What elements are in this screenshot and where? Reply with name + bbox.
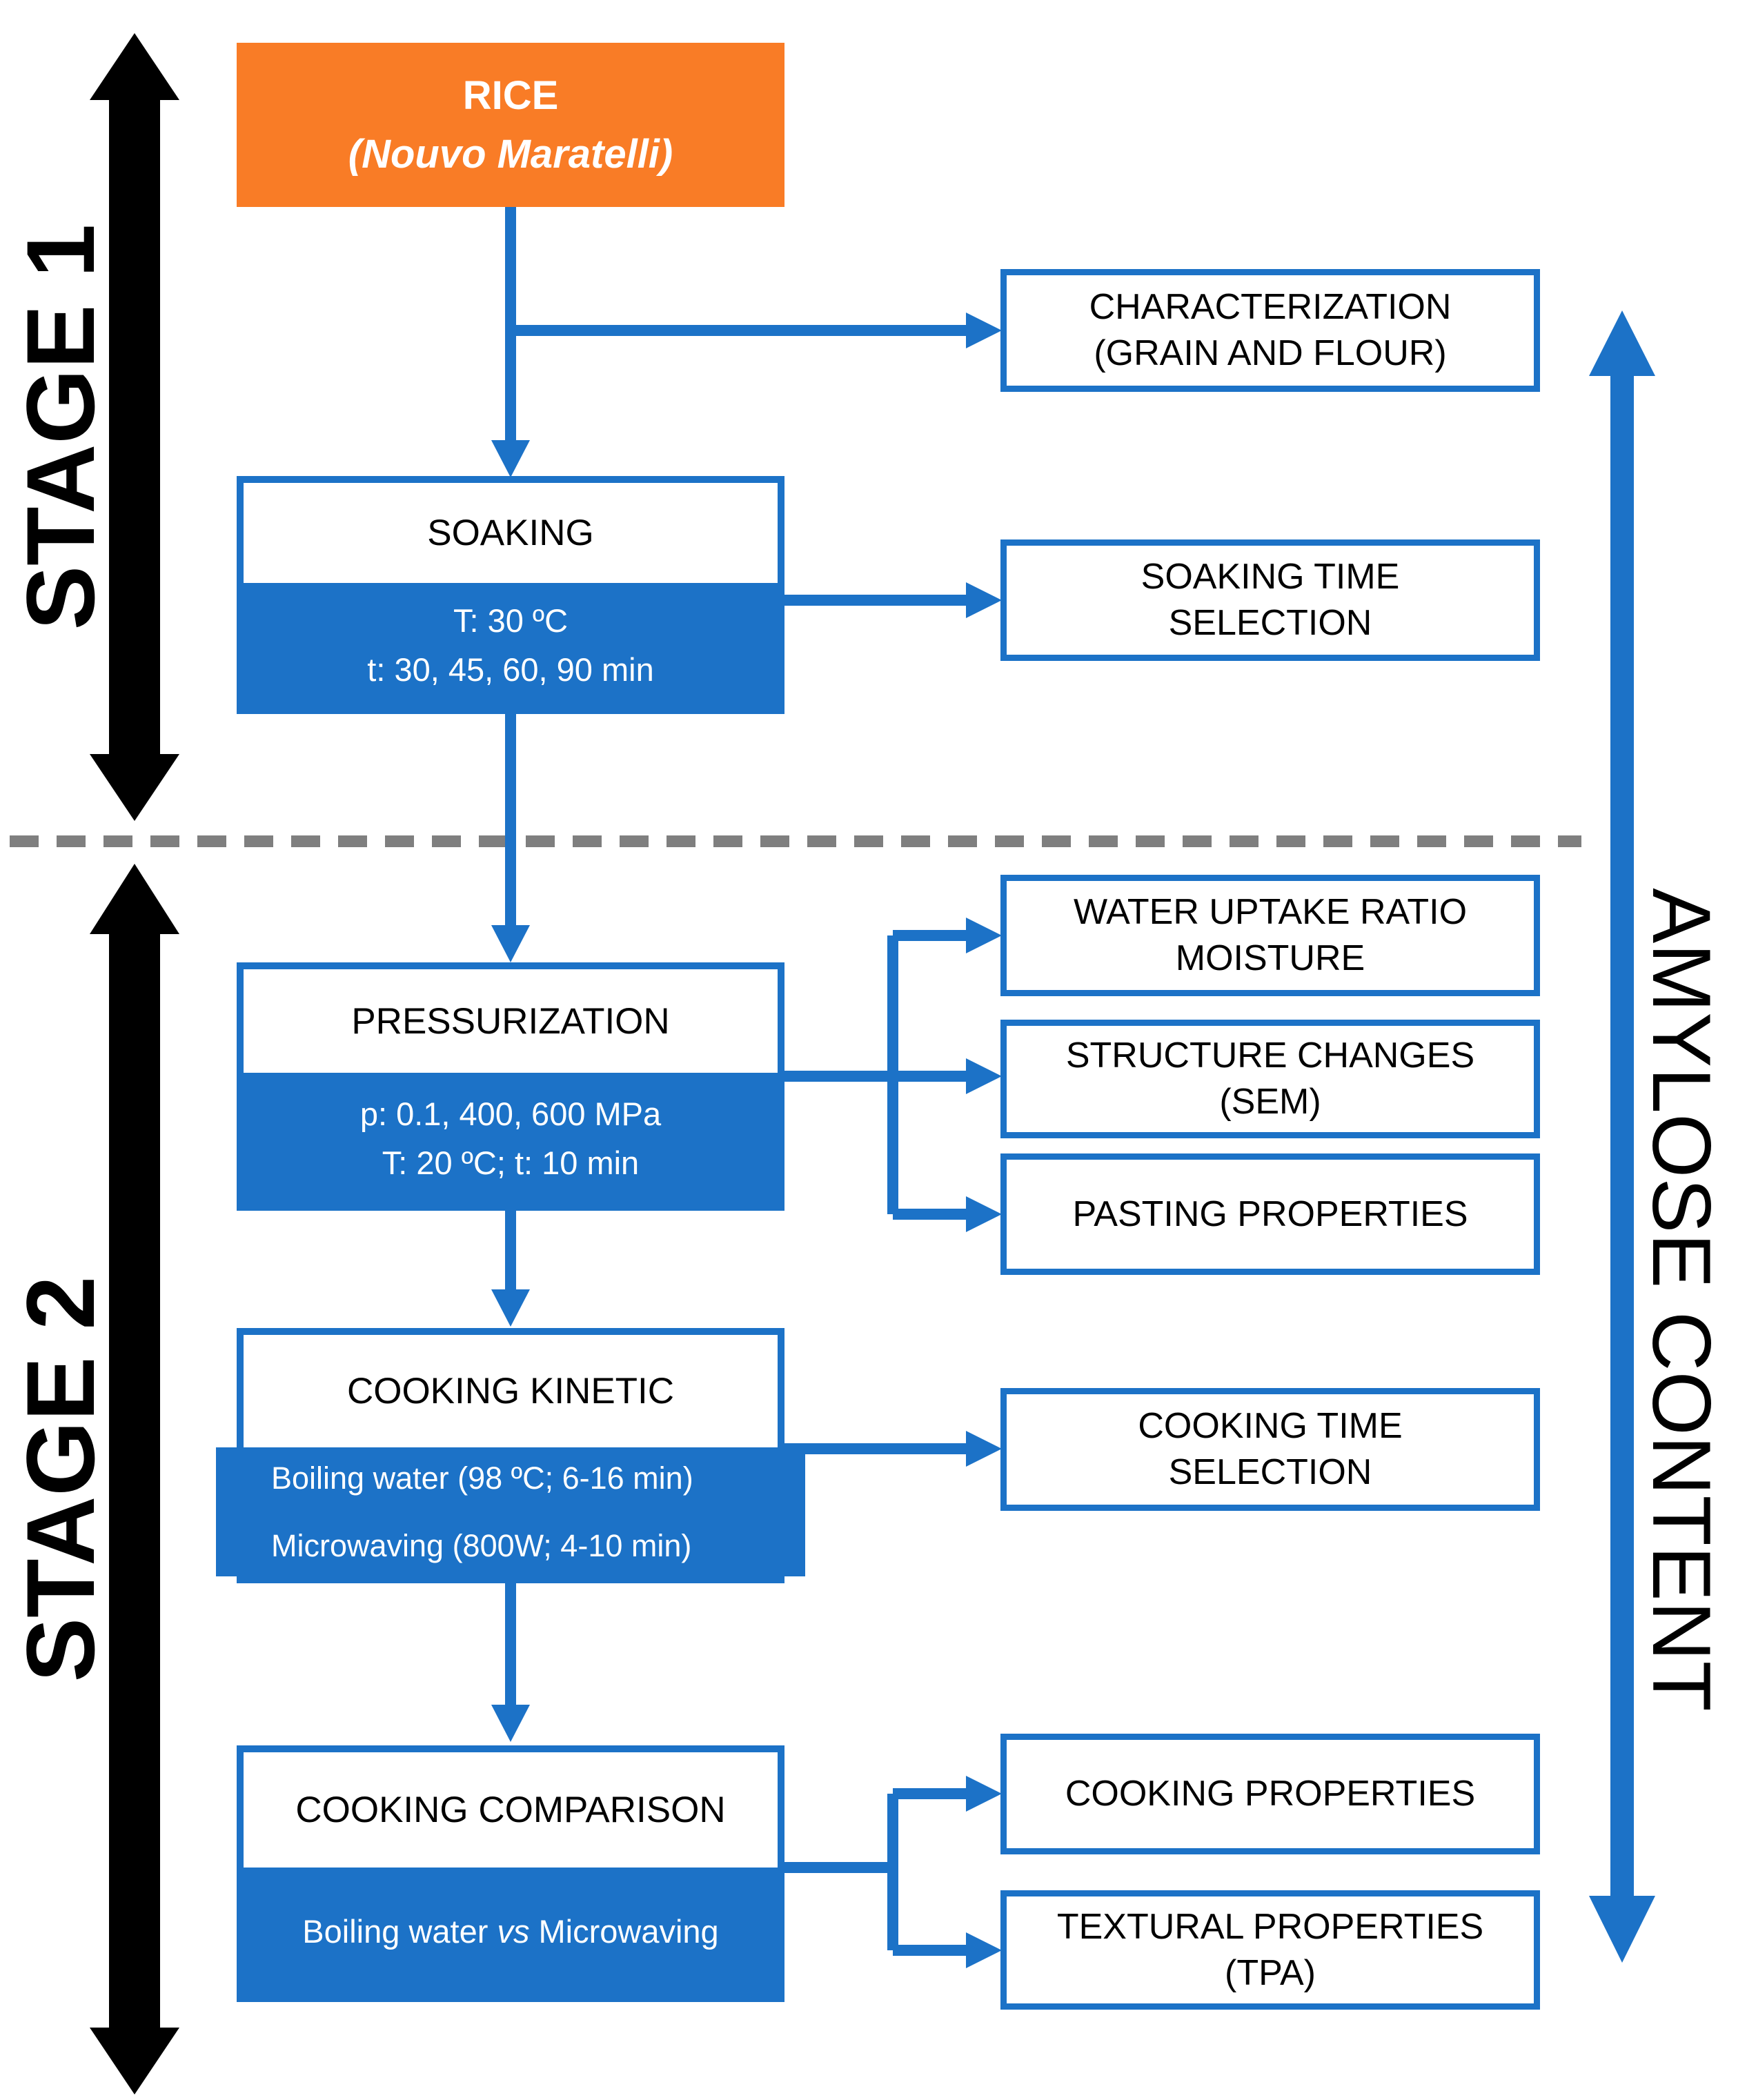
pressurization-box: PRESSURIZATION p: 0.1, 400, 600 MPa T: 2… bbox=[237, 962, 784, 1211]
soaking-title: SOAKING bbox=[427, 513, 594, 553]
pressurization-param-temp-time: T: 20 ºC; t: 10 min bbox=[382, 1145, 640, 1181]
water-uptake-line1: WATER UPTAKE RATIO bbox=[1073, 892, 1468, 933]
cooking-properties-line1: COOKING PROPERTIES bbox=[1065, 1774, 1476, 1814]
soaking-box: SOAKING T: 30 ºC t: 30, 45, 60, 90 min bbox=[237, 476, 784, 714]
amylose-content-label: AMYLOSE CONTENT bbox=[1635, 888, 1728, 1712]
amylose-double-arrow bbox=[1589, 310, 1655, 1963]
characterization-line2: (GRAIN AND FLOUR) bbox=[1094, 333, 1447, 373]
soaking-time-selection-box: SOAKING TIME SELECTION bbox=[1000, 539, 1540, 661]
pressurization-params: p: 0.1, 400, 600 MPa T: 20 ºC; t: 10 min bbox=[244, 1073, 778, 1204]
pasting-properties-line1: PASTING PROPERTIES bbox=[1072, 1193, 1468, 1234]
cooking-kinetic-title: COOKING KINETIC bbox=[346, 1371, 675, 1411]
textural-properties-line1: TEXTURAL PROPERTIES bbox=[1056, 1906, 1484, 1947]
pasting-properties-box: PASTING PROPERTIES bbox=[1000, 1153, 1540, 1275]
structure-changes-line1: STRUCTURE CHANGES bbox=[1065, 1036, 1475, 1076]
soaking-time-line2: SELECTION bbox=[1168, 603, 1372, 643]
stage-2-label: STAGE 2 bbox=[6, 1276, 115, 1683]
cooking-comparison-params: Boiling water vs Microwaving bbox=[244, 1868, 778, 1995]
cooking-kinetic-param-boiling: Boiling water (98 ºC; 6-16 min) bbox=[271, 1460, 693, 1496]
stage-separator-dashed-line bbox=[10, 835, 1581, 847]
water-uptake-ratio-box: WATER UPTAKE RATIO MOISTURE bbox=[1000, 875, 1540, 996]
cooking-time-selection-box: COOKING TIME SELECTION bbox=[1000, 1388, 1540, 1511]
rice-subtitle: (Nouvo Maratelli) bbox=[348, 132, 673, 177]
comparison-method-2: Microwaving bbox=[529, 1913, 719, 1950]
comparison-vs: vs bbox=[497, 1913, 530, 1950]
cooking-kinetic-param-microwaving: Microwaving (800W; 4-10 min) bbox=[271, 1527, 692, 1563]
soaking-param-temperature: T: 30 ºC bbox=[453, 602, 569, 639]
textural-properties-line2: (TPA) bbox=[1225, 1952, 1316, 1993]
structure-changes-line2: (SEM) bbox=[1219, 1082, 1321, 1122]
cooking-kinetic-box: COOKING KINETIC Boiling water (98 ºC; 6-… bbox=[216, 1328, 805, 1583]
cooking-comparison-title: COOKING COMPARISON bbox=[295, 1790, 726, 1830]
pressurization-param-pressure: p: 0.1, 400, 600 MPa bbox=[359, 1096, 662, 1132]
soaking-param-times: t: 30, 45, 60, 90 min bbox=[367, 651, 654, 688]
flow-connectors bbox=[491, 207, 1002, 1968]
cooking-properties-box: COOKING PROPERTIES bbox=[1000, 1734, 1540, 1854]
cooking-comparison-box: COOKING COMPARISON Boiling water vs Micr… bbox=[237, 1745, 784, 2002]
textural-properties-box: TEXTURAL PROPERTIES (TPA) bbox=[1000, 1890, 1540, 2010]
characterization-box: CHARACTERIZATION (GRAIN AND FLOUR) bbox=[1000, 269, 1540, 392]
water-uptake-line2: MOISTURE bbox=[1175, 938, 1365, 978]
soaking-params: T: 30 ºC t: 30, 45, 60, 90 min bbox=[244, 583, 778, 707]
structure-changes-box: STRUCTURE CHANGES (SEM) bbox=[1000, 1020, 1540, 1138]
cooking-kinetic-params: Boiling water (98 ºC; 6-16 min) Microwav… bbox=[216, 1447, 805, 1576]
stage2-double-arrow bbox=[90, 864, 179, 2094]
cooking-comparison-param: Boiling water vs Microwaving bbox=[302, 1912, 718, 1950]
stage1-double-arrow bbox=[90, 33, 179, 821]
cooking-time-line1: COOKING TIME bbox=[1138, 1406, 1403, 1447]
rice-title: RICE bbox=[462, 73, 559, 118]
rice-box: RICE (Nouvo Maratelli) bbox=[237, 43, 784, 207]
cooking-time-line2: SELECTION bbox=[1168, 1452, 1372, 1492]
characterization-line1: CHARACTERIZATION bbox=[1089, 287, 1452, 328]
stage-1-label: STAGE 1 bbox=[6, 224, 115, 631]
soaking-time-line1: SOAKING TIME bbox=[1141, 557, 1400, 597]
pressurization-title: PRESSURIZATION bbox=[351, 1000, 670, 1042]
comparison-method-1: Boiling water bbox=[302, 1913, 497, 1950]
